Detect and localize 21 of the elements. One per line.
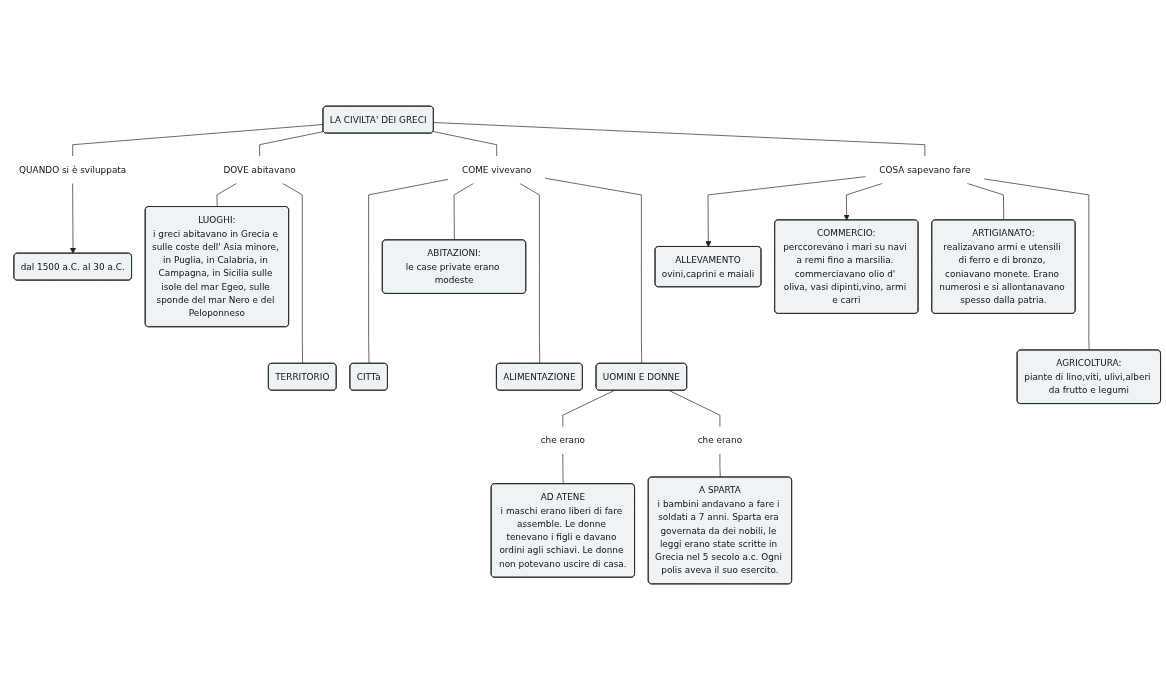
node-text: che erano [697,434,743,446]
node-text: che erano [540,434,586,446]
connector [72,124,324,157]
node-text: QUANDO si è sviluppata [19,164,127,175]
node-text: COME vivevano [461,164,532,175]
connector [216,182,237,208]
connector [519,182,541,364]
connector [453,182,475,241]
connector [562,390,615,428]
connector [282,182,303,364]
connector [668,390,721,428]
connector [983,178,1090,351]
connector [544,177,643,364]
connector [433,122,926,157]
node-text: DOVE abitavano [223,164,296,175]
connector [259,131,324,157]
connector [562,453,564,485]
connector [719,453,721,478]
connector [433,131,498,157]
connector [368,178,449,364]
node-text: COSA sapevano fare [879,164,971,175]
